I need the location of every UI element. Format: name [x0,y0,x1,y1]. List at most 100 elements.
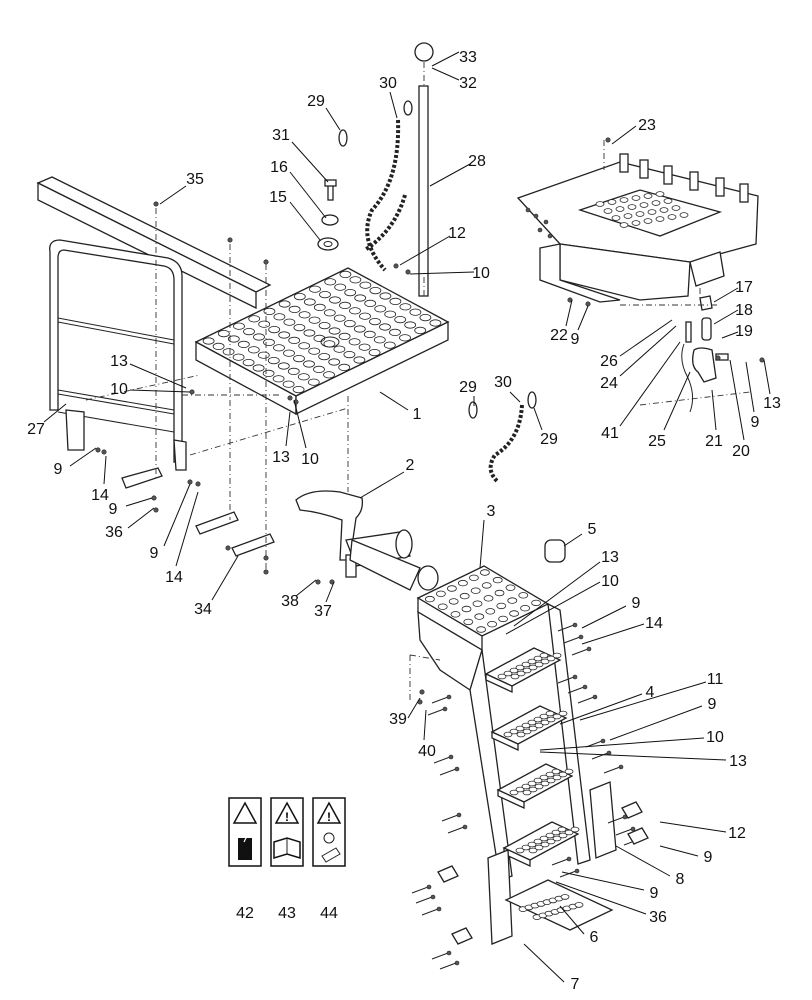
grating-hole [268,325,281,334]
grating-hole [344,288,357,297]
leader-line [663,371,691,431]
grating-hole [273,344,285,352]
decal-44: ! [312,797,346,867]
bolt [439,768,457,776]
grating-hole [611,215,621,221]
leader-line [175,491,199,567]
grating-hole [399,303,412,311]
leader-line [563,533,583,547]
bolt [557,624,575,632]
callout-44: 44 [320,905,338,922]
ladder-part-3 [416,565,550,692]
leader-line [127,507,155,529]
link-part-29-c [527,391,537,409]
bolt [427,708,445,716]
callout-12: 12 [728,825,746,842]
fastener [263,259,269,265]
callout-18: 18 [735,302,753,319]
grating-hole [298,311,311,319]
clamp-plate [451,927,473,945]
grating-hole [595,201,605,207]
callout-34: 34 [194,601,212,618]
bolt [433,756,451,764]
grating-hole [318,352,331,361]
grating-hole [483,595,494,602]
bolt [559,870,577,878]
leader-line [295,579,317,597]
callout-23: 23 [638,117,656,134]
grating-hole [374,305,387,313]
grating-hole [384,310,397,318]
grating-hole [659,207,669,213]
callout-24: 24 [600,375,618,392]
grating-hole [603,208,613,214]
grating-hole [233,322,245,330]
grating-hole [297,373,310,381]
callout-2: 2 [406,457,415,474]
leader-line [729,359,745,441]
leader-line [389,91,398,119]
callout-9: 9 [632,595,641,612]
grating-hole [369,286,382,295]
grating-hole [655,191,665,197]
grating-hole [303,298,316,306]
grating-hole [287,367,300,375]
grating-hole [333,314,346,322]
callout-9: 9 [571,331,580,348]
fastener [225,545,231,551]
bracket-part-7 [487,849,513,945]
grating-hole [647,209,657,215]
mounting-tab [689,171,699,191]
bolt [577,696,595,704]
fastener [187,479,193,485]
grating-hole [319,290,331,299]
grating-hole [364,299,377,307]
grating-hole [419,313,432,322]
link-part-29-b [468,401,478,419]
grating-hole [243,327,255,336]
grating-hole [494,589,505,597]
leader-line [711,389,717,431]
leader-line [159,185,187,205]
grating-hole [487,621,498,628]
leader-line [211,555,239,601]
leader-line [399,235,451,266]
svg-text:!: ! [285,810,289,824]
grating-hole [435,590,446,597]
grating-hole [308,316,321,324]
mounting-tab [639,159,649,179]
leader-line [619,325,677,377]
clamp-plate [437,865,459,883]
block-part-34-a [121,467,163,489]
handrail-part-27 [49,239,187,471]
bushing-part-5 [417,539,566,591]
grating-hole [339,301,351,309]
washer-part-15 [317,237,339,251]
grating-hole [472,600,483,607]
grating-hole [631,220,641,226]
pin-part-18 [701,317,712,341]
callout-10: 10 [110,381,128,398]
pole-part-28 [414,42,434,297]
grating-hole [505,584,516,591]
grating-hole [293,354,305,363]
grating-hole [509,610,519,617]
grating-hole [463,618,474,626]
hot-surface-icon [321,832,341,863]
callout-1: 1 [413,406,422,423]
grating-hole [288,305,301,313]
leader-line [611,125,637,145]
callout-9: 9 [650,885,659,902]
grating-hole [394,315,407,324]
leader-line [579,681,707,721]
leader-line [379,391,409,411]
chain-part-30-upper [365,119,401,272]
leader-line [291,141,329,183]
grating-hole [496,602,507,610]
leader-line [533,407,543,431]
fastener [151,495,157,501]
fastener [605,137,611,143]
leader-line [577,305,589,331]
leader-line [289,171,327,219]
